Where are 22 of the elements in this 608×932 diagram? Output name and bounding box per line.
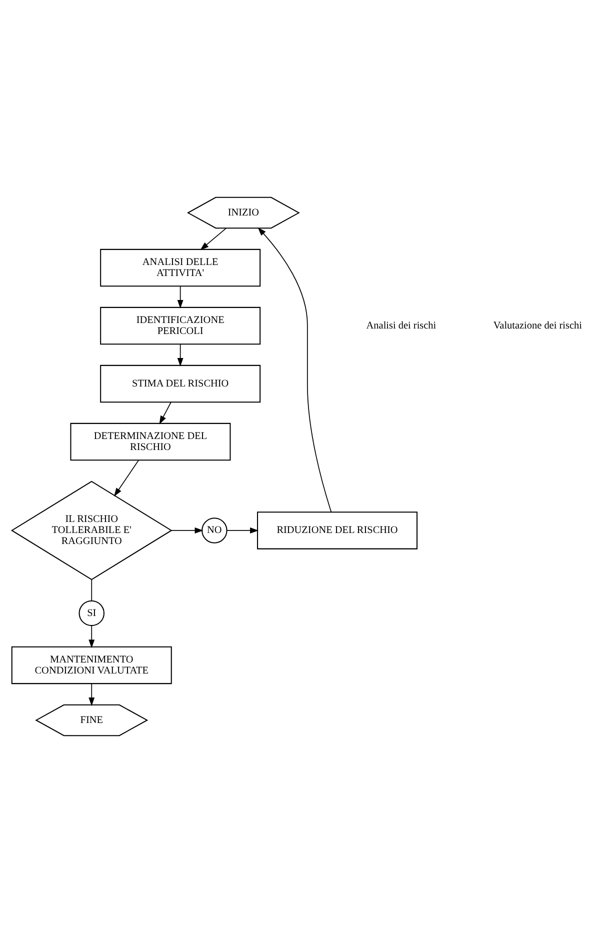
label: Analisi dei rischi xyxy=(366,320,436,331)
arrow xyxy=(159,401,172,424)
node-box: DETERMINAZIONE DEL RISCHIO xyxy=(70,422,231,460)
arrow xyxy=(226,526,259,533)
arrow xyxy=(177,285,184,308)
node-box: ANALISI DELLE ATTIVITA' xyxy=(100,248,261,286)
arrow xyxy=(114,459,139,496)
arrow xyxy=(88,624,95,648)
arrow xyxy=(177,343,184,366)
node-circle: NO xyxy=(202,517,228,543)
node-box: STIMA DEL RISCHIO xyxy=(100,364,261,402)
arrow xyxy=(258,226,332,512)
arrow xyxy=(88,682,95,706)
node-box: MANTENIMENTO CONDIZIONI VALUTATE xyxy=(11,646,172,684)
label: Valutazione dei rischi xyxy=(493,320,582,331)
arrow xyxy=(200,227,227,250)
node-box: IDENTIFICAZIONE PERICOLI xyxy=(100,306,261,344)
arrow xyxy=(171,526,204,533)
node-box: RIDUZIONE DEL RISCHIO xyxy=(257,511,418,549)
node-circle: SI xyxy=(78,600,104,626)
connector xyxy=(91,578,92,601)
node-diamond: IL RISCHIO TOLLERABILE E' RAGGIUNTO xyxy=(10,480,172,580)
